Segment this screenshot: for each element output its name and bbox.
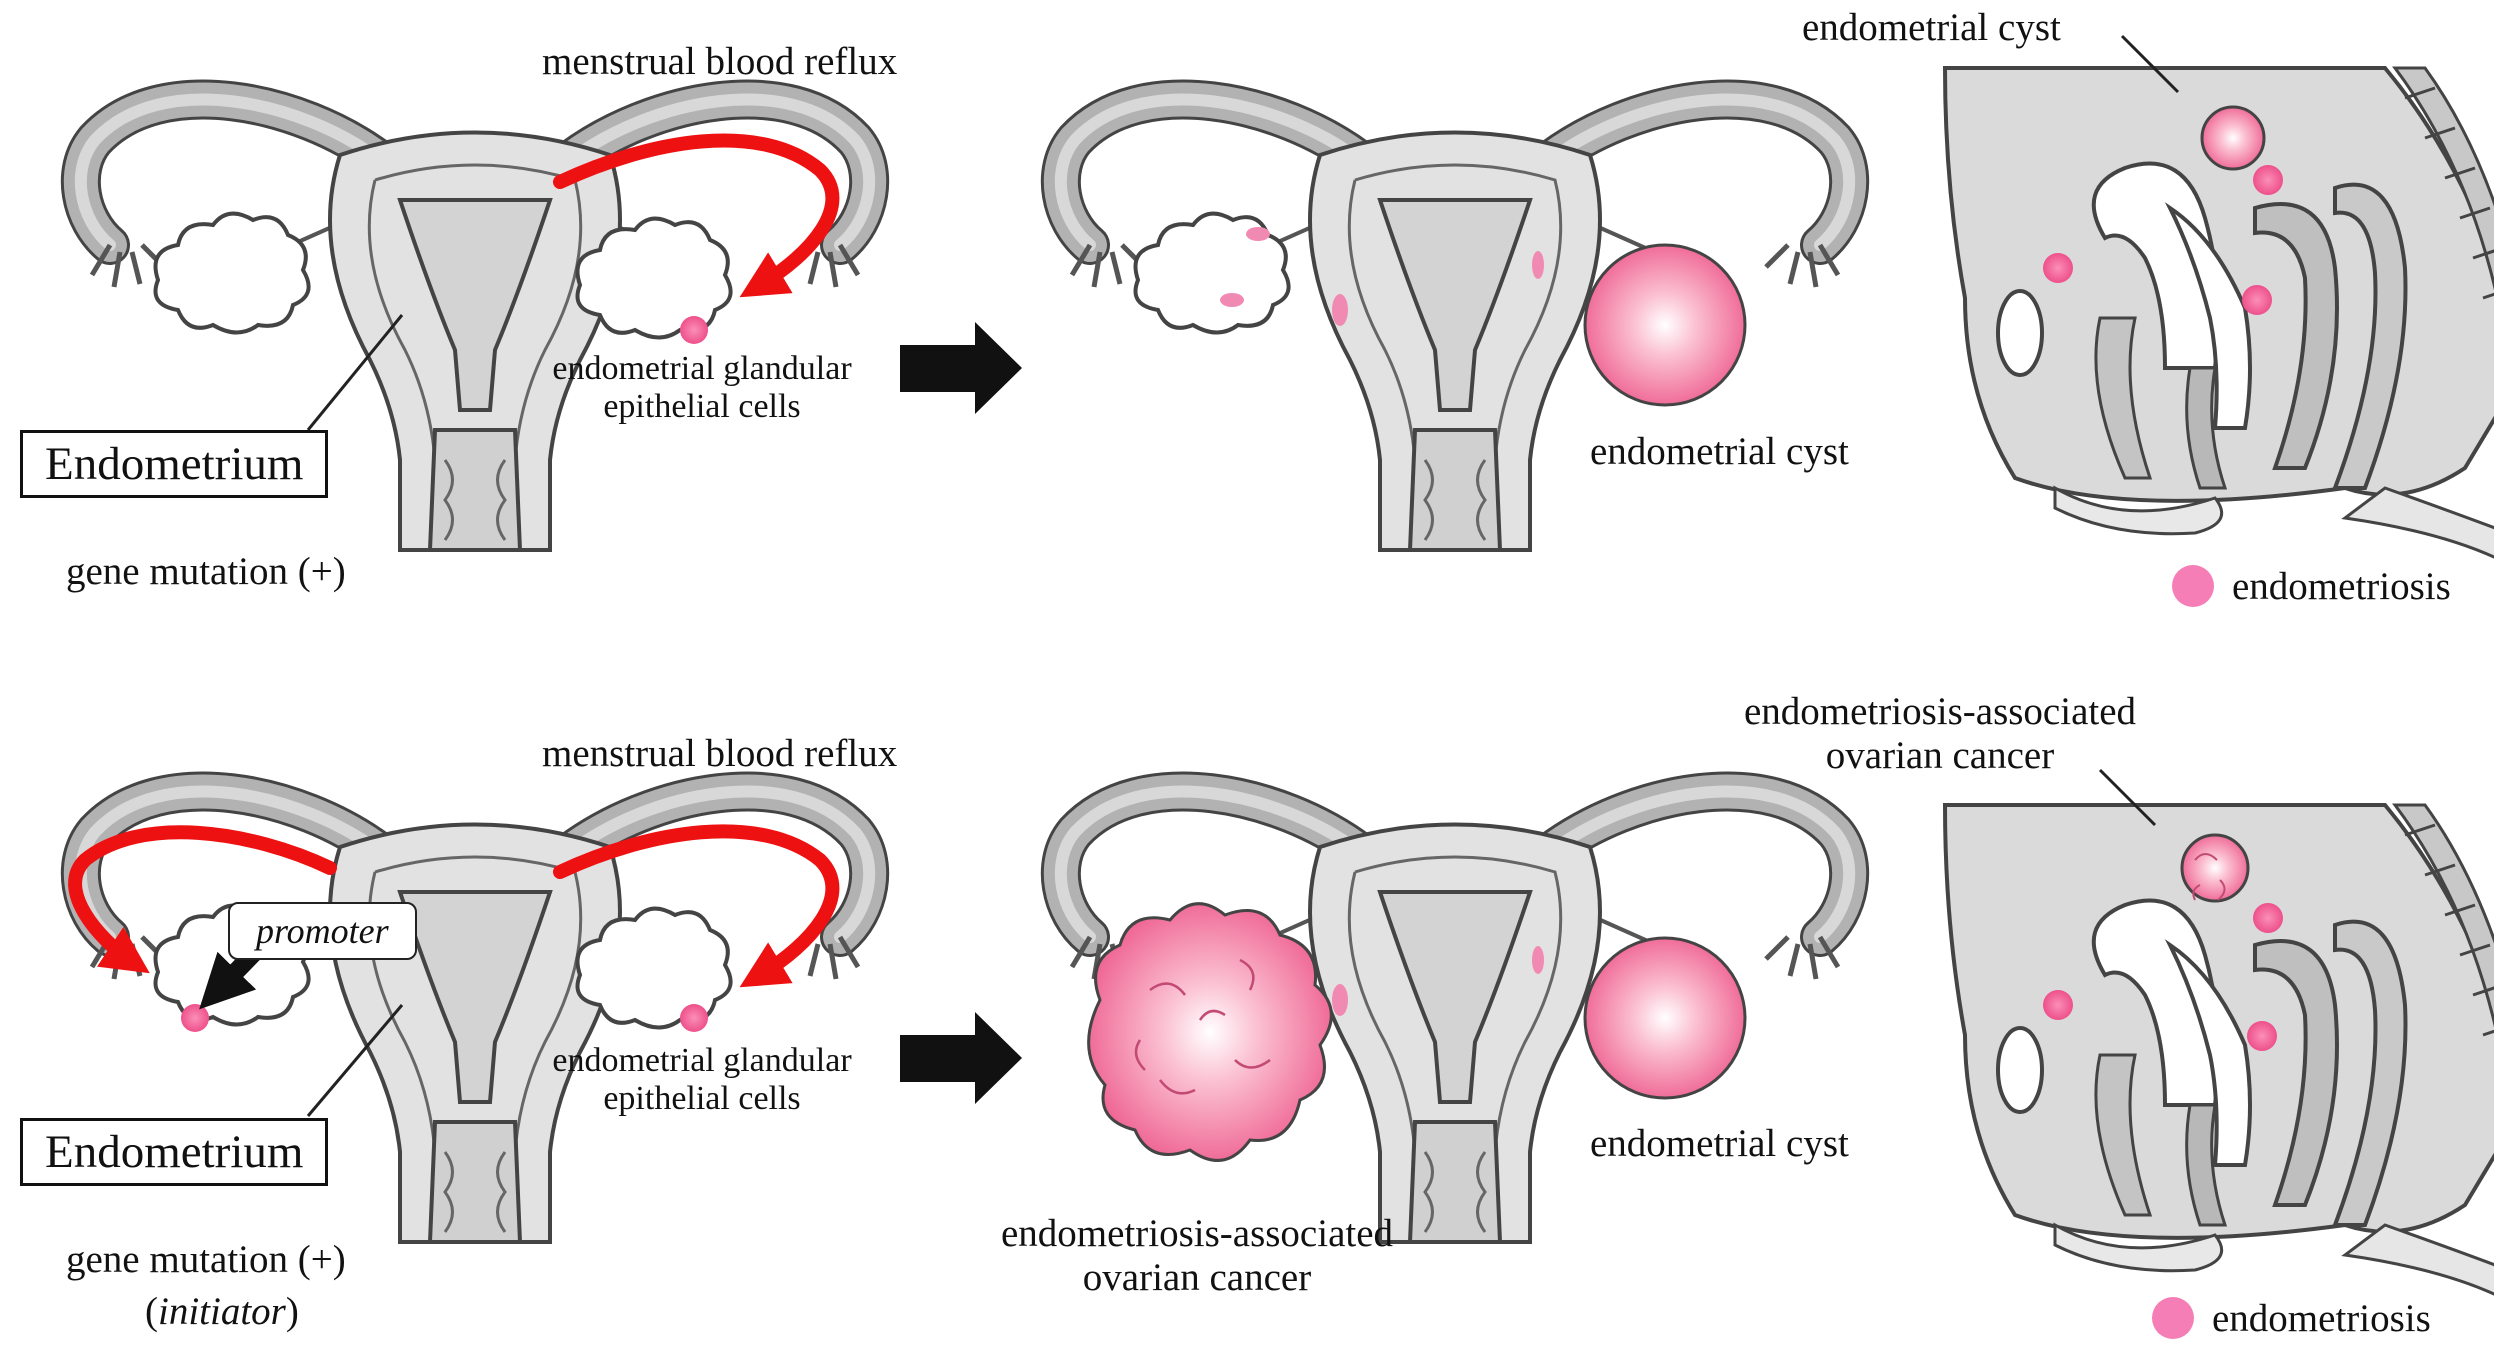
pink-dot-icon	[2172, 565, 2214, 607]
pelvis-cancer-label-bottom: endometriosis-associated ovarian cancer	[1743, 690, 2137, 777]
reflux-arrow-bottom-left-icon	[68, 825, 337, 974]
mutation-label-top: gene mutation (+)	[66, 550, 346, 593]
endometrium-pointer-top	[306, 314, 404, 431]
mutation-label-bottom: gene mutation (+)	[66, 1238, 346, 1281]
pelvis-cyst-top	[2200, 105, 2266, 171]
reflux-arrow-bottom-right-icon	[553, 824, 840, 988]
lesion-dot	[1532, 946, 1544, 974]
right-arrow-icon-top	[900, 322, 1022, 414]
implanted-cell-dot-bottom-right	[680, 1004, 708, 1032]
endometrial-cyst-top	[1583, 243, 1747, 407]
cancer-label-bottom: endometriosis-associated ovarian cancer	[1000, 1212, 1394, 1299]
endometriosis-dot	[2253, 165, 2283, 195]
implanted-cell-dot-top	[680, 316, 708, 344]
pelvis-cancer-bottom	[2180, 833, 2250, 903]
lesion-dot	[1332, 984, 1348, 1016]
cells-label-bottom: endometrial glandular epithelial cells	[552, 1042, 852, 1118]
endometriosis-dot	[2253, 903, 2283, 933]
legend-label-bottom: endometriosis	[2212, 1297, 2431, 1340]
reflux-label-top: menstrual blood reflux	[542, 40, 898, 83]
endometrium-box-top: Endometrium	[20, 430, 329, 498]
legend-label-top: endometriosis	[2232, 565, 2451, 608]
pelvis-cyst-label-top: endometrial cyst	[1802, 6, 2061, 49]
right-arrow-icon-bottom	[900, 1012, 1022, 1104]
cyst-pointer-top	[2120, 34, 2180, 94]
endometriosis-dot	[2242, 285, 2272, 315]
cyst-label-bottom: endometrial cyst	[1590, 1122, 1849, 1165]
reflux-arrow-top-icon	[553, 133, 840, 298]
endometriosis-dot	[2043, 990, 2073, 1020]
endometrium-pointer-bottom	[306, 1004, 404, 1117]
endometrial-cyst-bottom	[1583, 936, 1747, 1100]
endometrium-box-bottom: Endometrium	[20, 1118, 329, 1186]
endometriosis-dot	[2247, 1021, 2277, 1051]
ovary-top-left-1	[153, 211, 311, 335]
cancer-pointer-bottom	[2098, 768, 2157, 827]
reflux-label-bottom: menstrual blood reflux	[542, 732, 898, 775]
promoter-box: promoter	[228, 902, 417, 960]
pink-dot-icon	[2152, 1297, 2194, 1339]
endometriosis-dot	[2043, 253, 2073, 283]
ovarian-cancer-mass	[1087, 902, 1333, 1162]
lesion-dot	[1220, 293, 1244, 307]
lesion-dot	[1332, 294, 1348, 326]
initiator-text: initiator	[158, 1290, 286, 1333]
cyst-label-top: endometrial cyst	[1590, 430, 1849, 473]
initiator-label: (initiator)	[145, 1290, 299, 1333]
cells-label-top: endometrial glandular epithelial cells	[552, 350, 852, 426]
lesion-dot	[1532, 251, 1544, 279]
lesion-dot	[1246, 227, 1270, 241]
implanted-cell-dot-bottom-left	[181, 1004, 209, 1032]
